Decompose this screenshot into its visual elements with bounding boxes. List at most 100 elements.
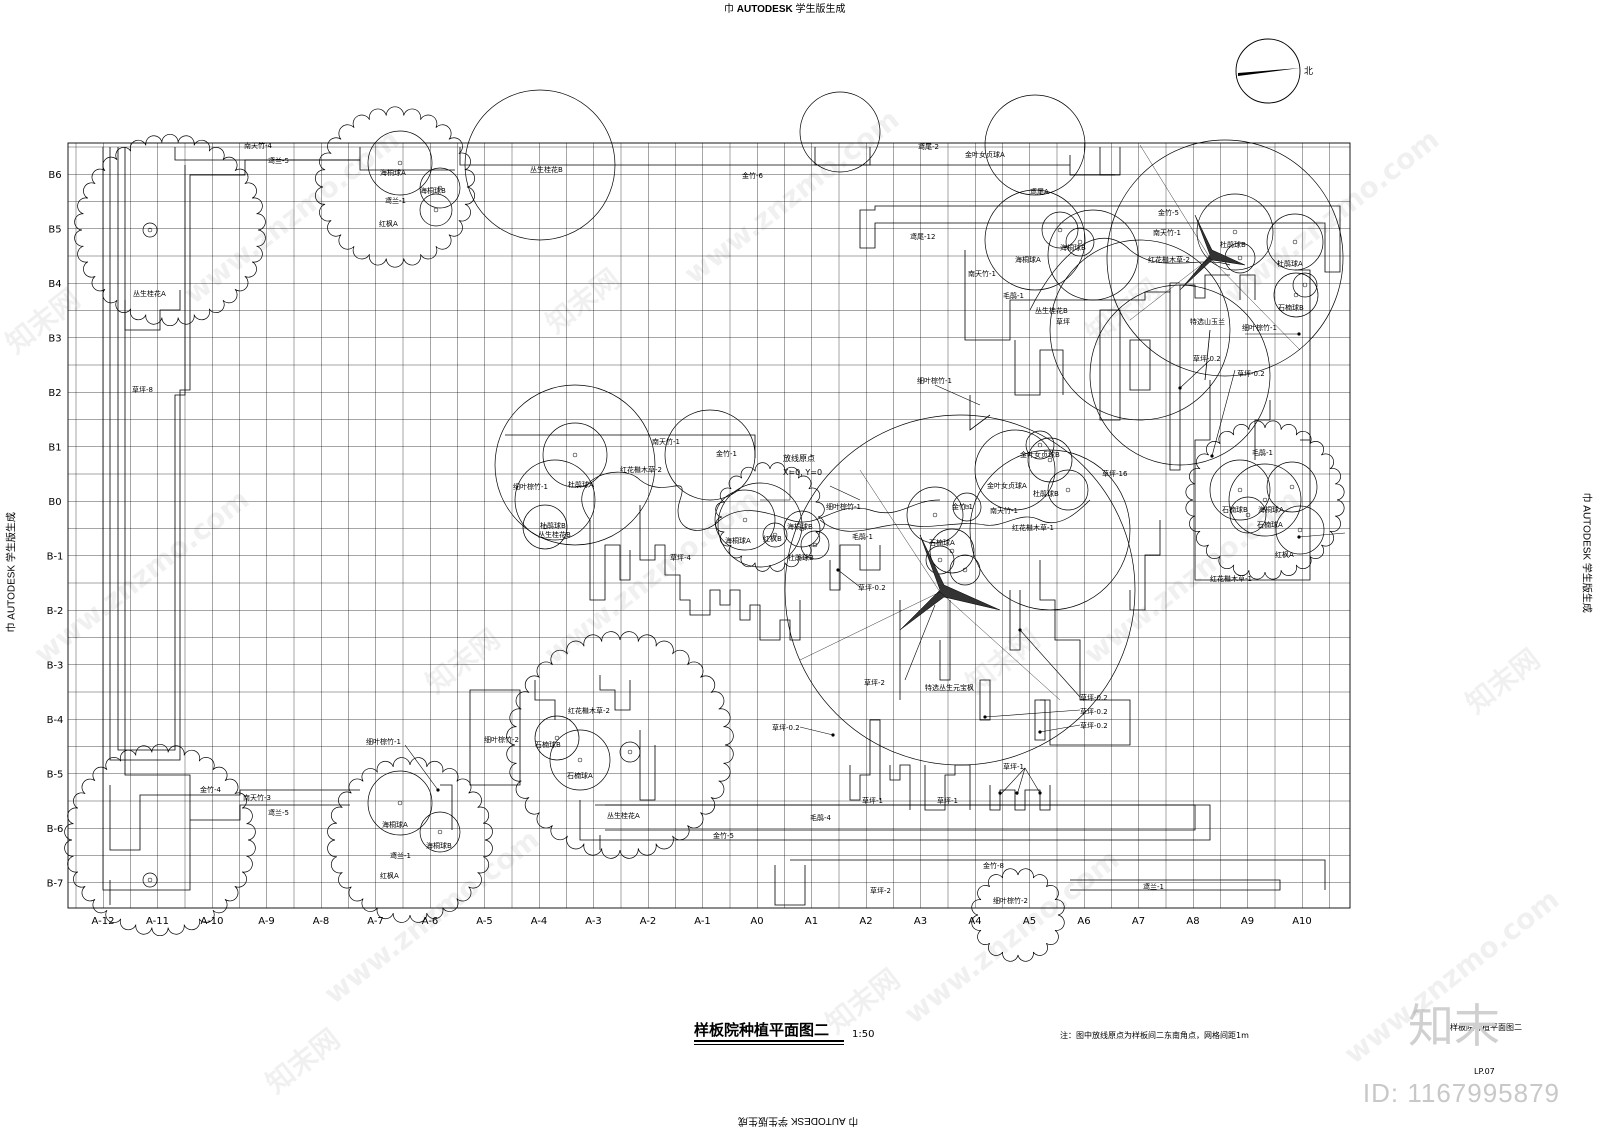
plant-circle — [1041, 211, 1079, 249]
plant-label: 南天竹-1 — [968, 269, 996, 278]
plant-label: 石楠球A — [567, 771, 593, 780]
plant-label: 鸢兰-1 — [1143, 882, 1164, 891]
north-arrow-circle — [1235, 38, 1301, 104]
planting-bed-outline — [774, 865, 806, 906]
leader-line — [829, 485, 861, 501]
grid-col-label: A-3 — [585, 916, 602, 927]
plant-label: 毛鹃-4 — [810, 813, 832, 822]
leader-line — [934, 384, 981, 406]
plant-circle-center — [627, 749, 633, 755]
plant-label: 细叶棕竹-2 — [993, 896, 1028, 905]
planting-bed-outline — [1009, 590, 1021, 651]
plant-label: 海桐球A — [380, 168, 406, 177]
plant-label: 石楠球B — [1222, 505, 1248, 514]
plant-label: 鸢尾A — [1030, 187, 1049, 196]
plant-circle-center — [1262, 497, 1268, 503]
leader-dot — [1297, 332, 1301, 336]
plant-circle — [664, 409, 756, 501]
plant-label: 细叶棕竹-1 — [1242, 323, 1277, 332]
plant-circle-center — [1245, 512, 1251, 518]
planting-bed-outline — [1034, 699, 1046, 741]
plant-circle — [952, 492, 982, 522]
plant-label: 金叶女贞球A — [987, 481, 1027, 490]
planting-bed-outline — [1070, 879, 1281, 891]
plant-label: 石楠球B — [535, 740, 561, 749]
plant-label: 毛鹃-1 — [1003, 291, 1024, 300]
leader-dot — [1018, 628, 1022, 632]
grid-row-label: B0 — [48, 497, 61, 508]
grid-col-label: A4 — [968, 916, 981, 927]
plant-label: 海桐球A — [382, 820, 408, 829]
grid-row-label: B-3 — [47, 661, 64, 672]
plant-circle — [1209, 459, 1271, 521]
planting-bed-outline — [1129, 339, 1151, 391]
planting-bed-outline — [1254, 400, 1271, 460]
grid-col-label: A9 — [1241, 916, 1254, 927]
plant-label: 草坪-1 — [937, 796, 958, 805]
plant-circle-center — [964, 504, 970, 510]
planting-bed-outline — [109, 785, 360, 851]
right-header: 巾 AUTODESK 学生版生成 — [1580, 492, 1592, 613]
plant-circle-center — [554, 735, 560, 741]
plant-circle — [522, 504, 568, 550]
planting-bed-outline — [589, 520, 631, 601]
plant-label: 海桐球B — [1060, 243, 1086, 252]
plant-label: 红花檵木草-2 — [568, 706, 610, 715]
plant-label: 草坪-8 — [132, 385, 153, 394]
plant-label: 海桐球B — [420, 186, 446, 195]
planting-bed-outline — [639, 505, 801, 641]
plant-label: 丛生桂花A — [607, 811, 640, 820]
plant-label: 金竹-8 — [983, 861, 1004, 870]
plant-label: 草坪-2 — [870, 886, 891, 895]
shrub-border-curve — [1029, 238, 1231, 311]
plant-circle-center — [1237, 255, 1243, 261]
grid-row-label: B-1 — [47, 552, 64, 563]
leader-dot — [836, 568, 840, 572]
grid-row-label: B5 — [48, 225, 61, 236]
origin-label: 放线原点 — [783, 453, 815, 463]
plant-circle — [984, 94, 1086, 196]
plant-circle — [800, 530, 830, 560]
grid-col-label: A-4 — [531, 916, 548, 927]
plant-label: 鸢尾-12 — [910, 232, 935, 241]
plant-circle — [783, 510, 821, 548]
plant-label: 细叶棕竹-1 — [917, 376, 952, 385]
plant-label: 草坪-2 — [864, 678, 885, 687]
grid-col-label: A0 — [750, 916, 763, 927]
plant-circle — [906, 486, 964, 544]
grid-col-label: A8 — [1186, 916, 1199, 927]
maple-marker-icon — [899, 534, 1001, 631]
planting-bed-outline — [1069, 155, 1115, 176]
plant-circle-center — [1293, 292, 1299, 298]
plant-label: 草坪-0.2 — [1080, 693, 1108, 702]
leader-line — [1039, 724, 1081, 733]
leader-dot — [983, 715, 987, 719]
grid-row-label: B1 — [48, 443, 61, 454]
plant-label: 丛生桂花B — [1035, 306, 1068, 315]
tree-canopy — [715, 462, 825, 572]
tree-canopy — [1185, 420, 1345, 580]
plant-label: 毛鹃-1 — [852, 532, 873, 541]
plant-circle-center — [433, 207, 439, 213]
planting-bed-outline — [440, 784, 453, 830]
sheet-label: 样板院种植平面图二 — [1450, 1023, 1522, 1032]
plant-circle — [367, 130, 433, 196]
planting-bed-outline — [989, 785, 1051, 811]
plant-label: 鸢尾-2 — [918, 142, 939, 151]
plant-circle — [925, 545, 955, 575]
planting-bed-outline — [859, 205, 1341, 273]
plant-circle — [1027, 437, 1073, 483]
planting-bed-outline — [889, 764, 911, 810]
plant-label: 草坪-0.2 — [772, 723, 800, 732]
planting-bed-outline — [1039, 560, 1131, 746]
plant-circle-center — [1065, 487, 1071, 493]
leader-dot — [1038, 791, 1042, 795]
tree-canopy — [971, 868, 1065, 962]
plant-circle-center — [147, 877, 153, 883]
grid-col-label: A-10 — [201, 916, 224, 927]
plant-label: 金竹-4 — [200, 785, 222, 794]
planting-bed-outline — [124, 290, 181, 331]
planting-bed-outline — [939, 600, 951, 681]
